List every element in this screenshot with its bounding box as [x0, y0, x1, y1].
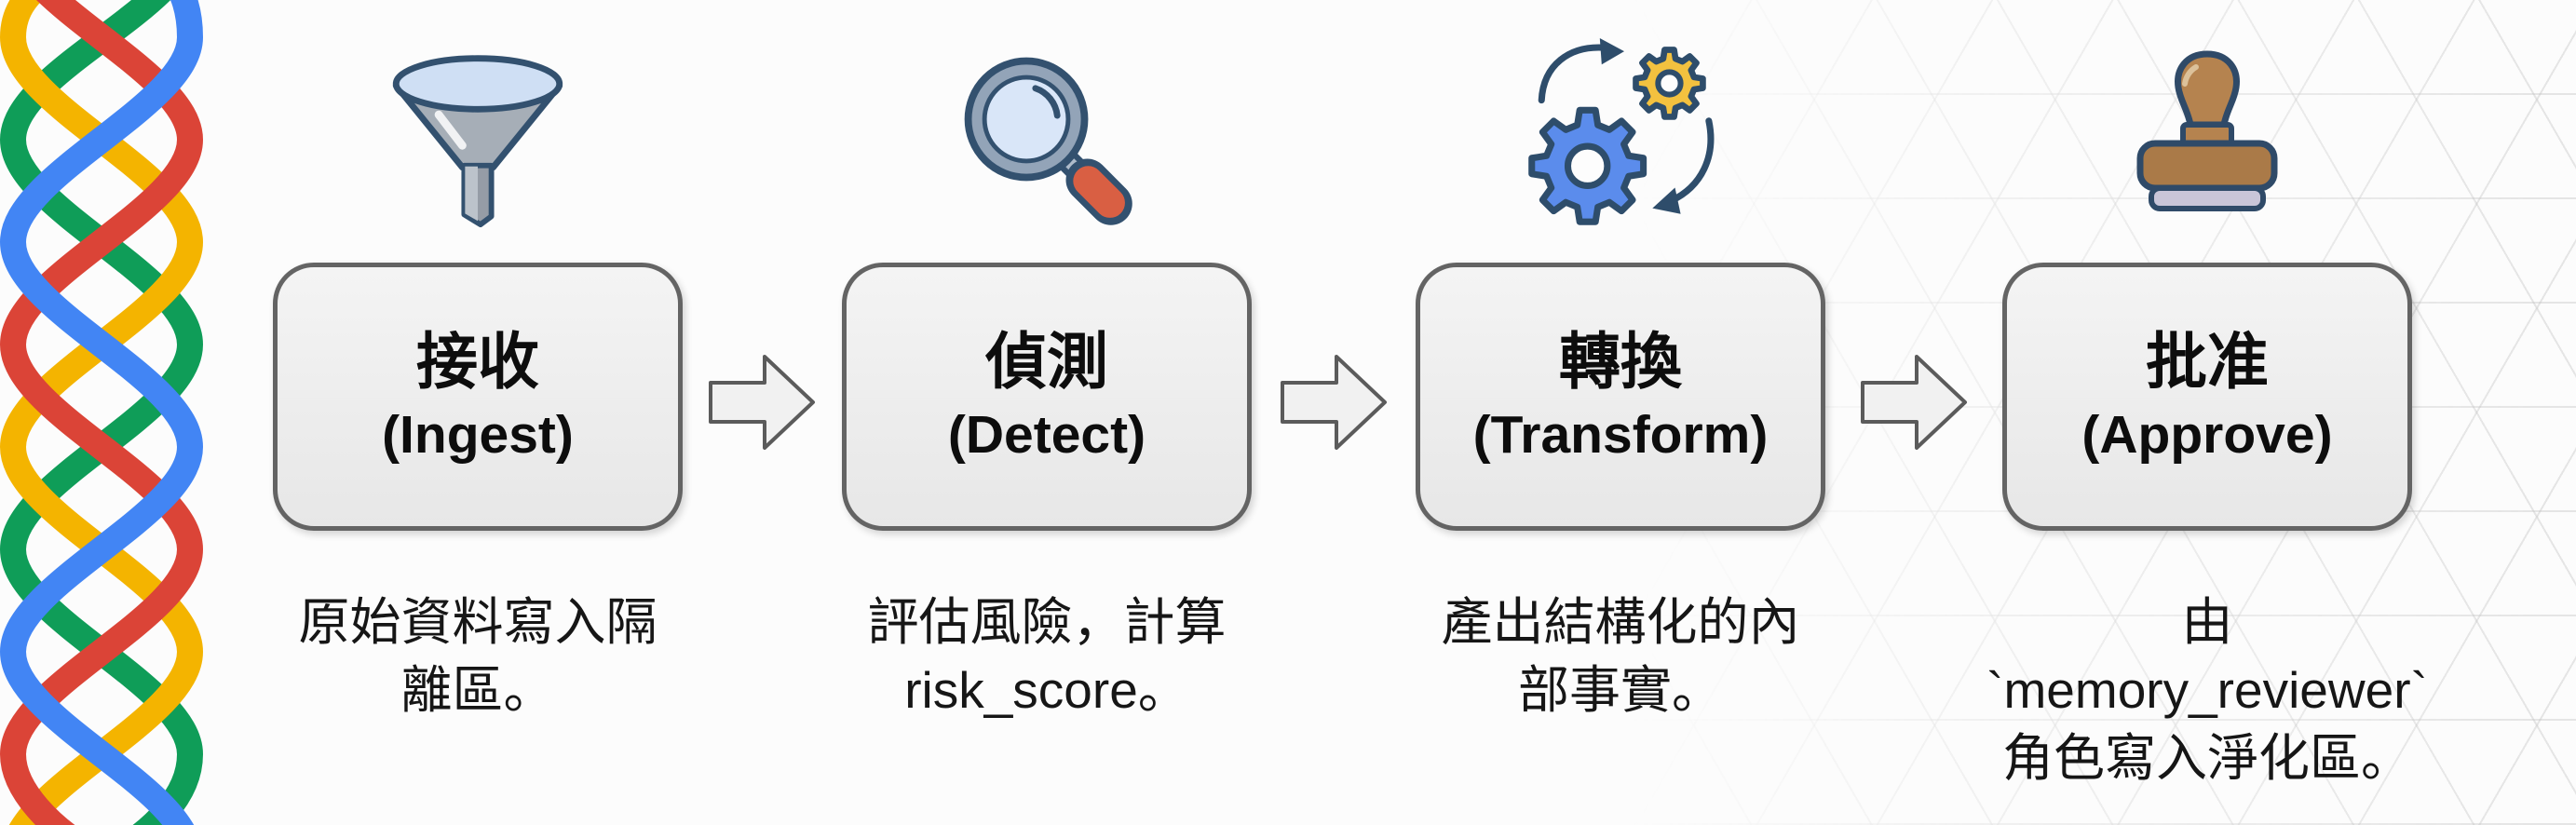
node-approve-description: 由 `memory_reviewer` 角色寫入淨化區。 [1986, 593, 2428, 788]
step-approve: 批准 (Approve) 由 `memory_reviewer` 角色寫入淨化區… [1986, 0, 2428, 792]
node-transform: 轉換 (Transform) [1416, 263, 1825, 531]
node-approve-title-en: (Approve) [2081, 405, 2333, 466]
flow-arrow-2 [1281, 355, 1387, 450]
node-approve: 批准 (Approve) [2002, 263, 2412, 531]
step-transform: 轉換 (Transform) 產出結構化的內 部事實。 [1411, 0, 1830, 724]
strand-blue [0, 0, 204, 825]
blue-gear [1528, 106, 1647, 225]
step-approve-icon-area [2114, 13, 2300, 263]
step-ingest: 接收 (Ingest) 原始資料寫入隔 離區。 [268, 0, 687, 724]
yellow-gear [1633, 47, 1706, 120]
step-transform-icon-area [1517, 13, 1724, 263]
node-ingest-title-en: (Ingest) [382, 405, 574, 466]
node-detect: 偵測 (Detect) [842, 263, 1252, 531]
node-transform-title-zh: 轉換 [1559, 327, 1682, 397]
step-detect-icon-area [952, 13, 1143, 263]
node-ingest: 接收 (Ingest) [273, 263, 683, 531]
node-detect-title-zh: 偵測 [985, 327, 1108, 397]
braided-strands-decoration [0, 0, 204, 825]
node-transform-description: 產出結構化的內 部事實。 [1441, 593, 1800, 720]
magnifying-glass-icon [964, 57, 1132, 225]
node-approve-title-zh: 批准 [2146, 327, 2269, 397]
node-ingest-description: 原始資料寫入隔 離區。 [298, 593, 658, 720]
strand-green [0, 0, 204, 825]
gears-icon [1528, 38, 1715, 225]
node-transform-title-en: (Transform) [1472, 405, 1769, 466]
node-ingest-title-zh: 接收 [416, 327, 539, 397]
step-detect: 偵測 (Detect) 評估風險，計算 risk_score。 [837, 0, 1256, 724]
step-ingest-icon-area [385, 13, 571, 263]
node-detect-description: 評估風險，計算 risk_score。 [867, 593, 1227, 720]
node-detect-title-en: (Detect) [947, 405, 1146, 466]
rubber-stamp-icon [2136, 50, 2278, 211]
flow-arrow-3 [1861, 355, 1967, 450]
funnel-icon [392, 54, 563, 227]
strand-red [0, 0, 204, 825]
flow-arrow-1 [709, 355, 815, 450]
